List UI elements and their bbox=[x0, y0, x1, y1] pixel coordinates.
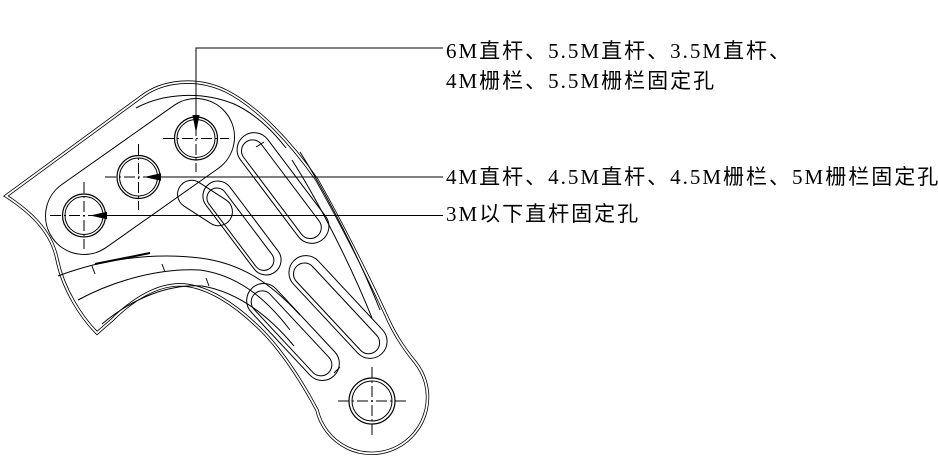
leader-arrowhead bbox=[90, 211, 107, 220]
tick-mark bbox=[255, 141, 265, 148]
label-middle-text: 4M直杆、4.5M直杆、4.5M栅栏、5M栅栏固定孔 bbox=[446, 165, 938, 189]
pocket-floor bbox=[241, 139, 322, 240]
tick-mark bbox=[205, 277, 210, 287]
leader-bottom bbox=[90, 211, 443, 220]
leader-middle bbox=[144, 173, 443, 181]
top-inner-edge bbox=[135, 94, 287, 149]
upper-fixing-hole bbox=[163, 106, 229, 172]
pocket-outline bbox=[202, 180, 282, 276]
pocket-outline bbox=[288, 255, 388, 359]
bottom-mounting-hole bbox=[338, 367, 406, 435]
leader-arrowhead bbox=[144, 173, 161, 181]
leader-arrowhead bbox=[192, 115, 200, 133]
lightening-pockets bbox=[177, 132, 388, 381]
pocket-outline bbox=[246, 283, 340, 381]
middle-fixing-hole bbox=[105, 144, 172, 210]
label-middle: 4M直杆、4.5M直杆、4.5M栅栏、5M栅栏固定孔 bbox=[446, 162, 938, 192]
pocket-floor bbox=[206, 187, 275, 271]
hole-boss-contour bbox=[45, 98, 235, 255]
pocket-floor bbox=[292, 262, 381, 355]
part-outline bbox=[3, 80, 430, 455]
label-top: 6M直杆、5.5M直杆、3.5M直杆、 4M栅栏、5.5M栅栏固定孔 bbox=[446, 36, 792, 96]
underside-band-1 bbox=[101, 285, 295, 347]
pocket-outline bbox=[177, 179, 233, 227]
label-top-line2: 4M栅栏、5.5M栅栏固定孔 bbox=[446, 69, 717, 93]
label-top-line1: 6M直杆、5.5M直杆、3.5M直杆、 bbox=[446, 39, 793, 63]
pocket-floor bbox=[250, 290, 333, 377]
pocket-outline bbox=[236, 132, 330, 244]
tick-mark bbox=[161, 263, 166, 273]
label-bottom-text: 3M以下直杆固定孔 bbox=[446, 202, 641, 226]
tick-mark bbox=[91, 265, 96, 275]
leader-top bbox=[192, 47, 443, 133]
right-inner-edge-1 bbox=[299, 151, 381, 311]
leader-line bbox=[195, 47, 443, 116]
label-bottom: 3M以下直杆固定孔 bbox=[446, 199, 640, 229]
underside-band-2 bbox=[77, 269, 291, 331]
part-outline-core bbox=[4, 81, 429, 455]
rib-edge-heavy bbox=[94, 252, 151, 265]
